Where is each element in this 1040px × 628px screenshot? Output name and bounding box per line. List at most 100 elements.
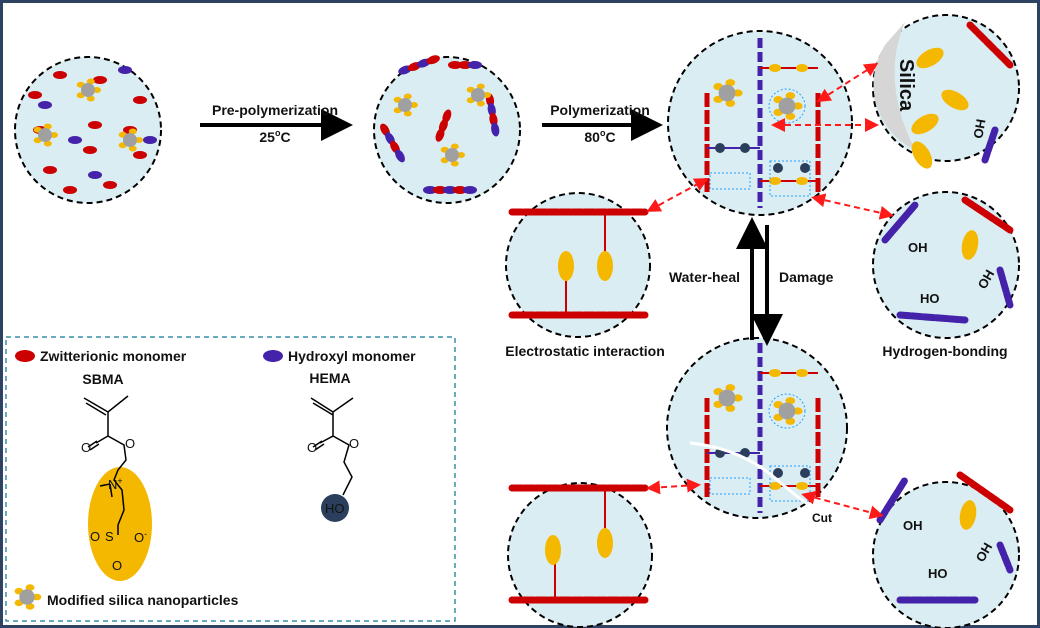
silica-ligand bbox=[86, 78, 95, 85]
silica-ligand bbox=[793, 102, 803, 110]
zwitterion-group bbox=[916, 47, 944, 69]
silica-nanoparticle bbox=[123, 133, 137, 147]
highlight-box bbox=[768, 88, 806, 124]
zwitterionic-monomer bbox=[103, 181, 117, 189]
highlight-box bbox=[709, 477, 751, 495]
hydroxyl-monomer bbox=[68, 136, 82, 144]
silica-ligand bbox=[725, 99, 736, 107]
silica-ligand bbox=[725, 384, 736, 392]
hema-ho: HO bbox=[325, 501, 345, 516]
hydroxyl-monomer-icon bbox=[263, 350, 283, 362]
silica-ligand bbox=[725, 79, 736, 87]
zwitterion bbox=[796, 369, 808, 377]
water-heal-label: Water-heal bbox=[669, 269, 740, 285]
silica-ligand bbox=[135, 137, 143, 143]
hydroxyl-monomer bbox=[468, 61, 482, 69]
zwitterion bbox=[796, 64, 808, 72]
hbond-ho-label: HO bbox=[920, 291, 940, 306]
callout-arrow bbox=[816, 62, 879, 103]
zwitterion bbox=[769, 369, 781, 377]
callout-arrow bbox=[811, 193, 894, 220]
highlight-box bbox=[769, 465, 811, 502]
silica-nanoparticle bbox=[38, 128, 52, 142]
zwitterion-group-highlight bbox=[88, 467, 152, 581]
zwitterionic-chain bbox=[966, 21, 1014, 69]
cut-hydrogen-bond-inset bbox=[872, 481, 1020, 628]
hydroxyl-group bbox=[800, 163, 810, 173]
zwitterion bbox=[769, 64, 781, 72]
silica-ligand bbox=[128, 145, 137, 152]
silica-ligand bbox=[25, 603, 35, 610]
silica-ligand bbox=[476, 83, 485, 90]
zwitterionic-monomer bbox=[433, 186, 447, 194]
callout-arrow bbox=[801, 490, 884, 520]
zwitterion-group bbox=[911, 141, 933, 169]
zwitterionic-monomer bbox=[53, 71, 67, 79]
sbma-o-double-bottom: O bbox=[112, 558, 122, 573]
silica-ligand bbox=[450, 143, 459, 150]
hydroxyl-monomer bbox=[118, 66, 132, 74]
sbma-sulfur: S bbox=[105, 529, 114, 544]
hydrogen-bonding-label: Hydrogen-bonding bbox=[882, 343, 1007, 359]
zwitterionic-chain bbox=[961, 196, 1014, 234]
zwitterion-group bbox=[545, 535, 561, 565]
silica-ligand bbox=[785, 397, 796, 405]
highlight-box bbox=[768, 393, 806, 429]
silica-nanoparticle bbox=[445, 148, 459, 162]
zwitterionic-monomer-label: Zwitterionic monomer bbox=[40, 348, 187, 364]
zwitterionic-monomer bbox=[133, 96, 147, 104]
silica-ligand bbox=[86, 95, 95, 102]
zwitterion-group bbox=[558, 251, 574, 281]
silica-ligand bbox=[403, 110, 412, 117]
silica-label: Silica bbox=[895, 59, 917, 112]
sbma-structure bbox=[83, 395, 129, 535]
zwitterionic-monomer bbox=[43, 166, 57, 174]
silica-ligand bbox=[128, 128, 137, 135]
zwitterionic-monomer bbox=[453, 186, 467, 194]
silica-ligand bbox=[785, 417, 796, 425]
zwitterionic-monomer bbox=[28, 91, 42, 99]
silica-ligand bbox=[733, 394, 743, 402]
hydroxyl-monomer bbox=[443, 186, 457, 194]
hydroxyl-chain bbox=[876, 476, 909, 524]
zwitterion-group bbox=[961, 230, 979, 260]
sbma-o-double-left: O bbox=[90, 529, 100, 544]
hydroxyl-chain bbox=[996, 266, 1014, 309]
silica-nanoparticle bbox=[718, 84, 736, 102]
zwitterionic-monomer bbox=[458, 61, 472, 69]
zwitterionic-monomer-icon bbox=[15, 350, 35, 362]
hema-structure bbox=[310, 397, 354, 496]
silica-interaction-inset bbox=[872, 14, 1020, 162]
silica-ligand bbox=[50, 132, 58, 138]
zwitterionic-chain bbox=[956, 471, 1014, 514]
zwitterionic-monomer bbox=[83, 146, 97, 154]
pre-polymerization-label: Pre-polymerization bbox=[212, 102, 338, 118]
silica-ligand bbox=[25, 584, 35, 591]
silica-nanoparticle bbox=[778, 402, 796, 420]
sbma-n-plus: N+ bbox=[108, 476, 123, 492]
hydroxyl-group-highlight bbox=[321, 494, 349, 522]
hydroxyl-monomer bbox=[423, 186, 437, 194]
silica-ligand bbox=[410, 102, 418, 108]
cut-label: Cut bbox=[812, 511, 832, 525]
sbma-label: SBMA bbox=[82, 371, 123, 387]
hema-label: HEMA bbox=[309, 370, 350, 386]
zwitterionic-monomer bbox=[93, 76, 107, 84]
hydroxyl-monomer bbox=[395, 149, 405, 163]
zwitterion-group bbox=[597, 528, 613, 558]
hydroxyl-group bbox=[773, 163, 783, 173]
callout-arrow bbox=[646, 178, 709, 212]
silica-nanoparticle bbox=[19, 589, 35, 605]
silica-ligand bbox=[483, 92, 491, 98]
hydroxyl-monomer bbox=[88, 171, 102, 179]
cut-ho-label: HO bbox=[928, 566, 948, 581]
hydrogen-bond-inset bbox=[872, 191, 1020, 339]
hydroxyl-monomer bbox=[463, 186, 477, 194]
silica-ligand bbox=[450, 160, 459, 167]
silica-ligand bbox=[725, 404, 736, 412]
silica-ligand bbox=[32, 593, 42, 601]
zwitterion-group bbox=[959, 500, 977, 530]
zwitterion bbox=[796, 177, 808, 185]
